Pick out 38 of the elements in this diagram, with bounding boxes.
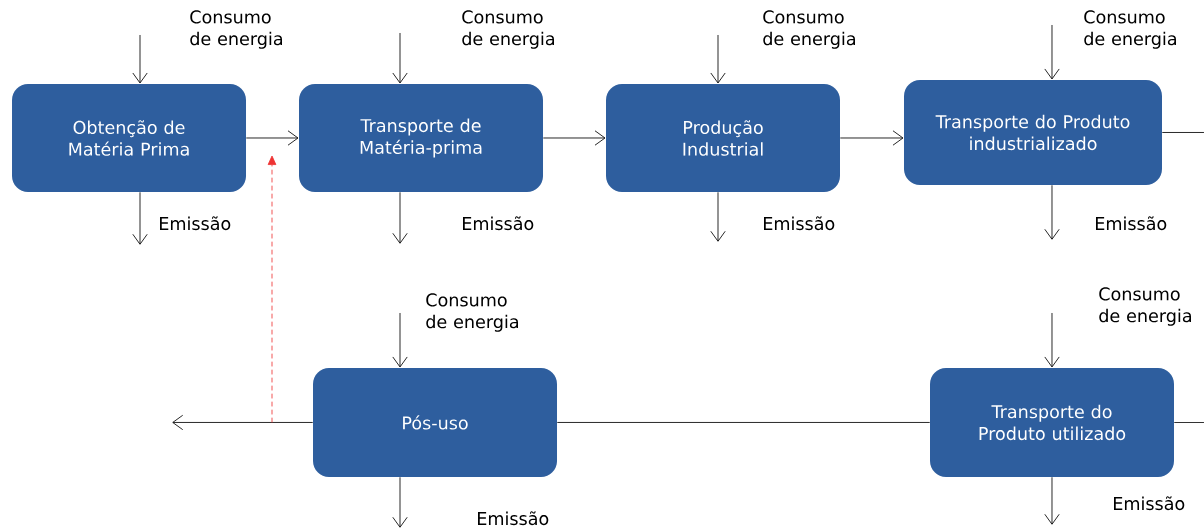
process-box: Transporte do Produto industrializado (904, 79, 1162, 185)
edge-label: Emissão (1096, 216, 1167, 231)
arrow (132, 34, 148, 84)
edge-label: Emissão (463, 216, 534, 231)
connector-line (1173, 422, 1204, 423)
dashed-arrow (267, 155, 277, 423)
edge-label: Emissão (478, 511, 549, 526)
connector-line (556, 422, 931, 423)
arrow (710, 191, 726, 242)
arrow (392, 476, 408, 528)
process-box: Transporte do Produto utilizado (930, 367, 1174, 477)
edge-label: Consumo de energia (763, 10, 855, 49)
arrow (1044, 476, 1060, 525)
connector-line (1161, 132, 1204, 133)
process-box: Produção Industrial (606, 84, 840, 192)
arrow (1044, 24, 1060, 80)
edge-label: Consumo de energia (1084, 10, 1176, 49)
process-box: Pós-uso (313, 367, 557, 477)
arrow (542, 130, 606, 146)
edge-label: Consumo de energia (426, 293, 518, 332)
edge-label: Consumo de energia (1099, 287, 1191, 326)
edge-label: Emissão (1114, 496, 1185, 511)
arrow (245, 130, 299, 146)
arrow (392, 32, 408, 84)
process-box: Transporte de Matéria-prima (299, 84, 543, 192)
edge-label: Emissão (160, 216, 231, 231)
edge-label: Consumo de energia (190, 10, 282, 49)
arrow (392, 191, 408, 244)
arrow (839, 130, 904, 146)
arrow (392, 312, 408, 368)
edge-label: Emissão (764, 216, 835, 231)
process-box: Obtenção de Matéria Prima (12, 84, 246, 192)
arrow (132, 191, 148, 245)
arrow (710, 34, 726, 84)
edge-label: Consumo de energia (462, 10, 554, 49)
arrow (1044, 312, 1060, 368)
arrow (172, 414, 314, 431)
arrow (1044, 184, 1060, 240)
